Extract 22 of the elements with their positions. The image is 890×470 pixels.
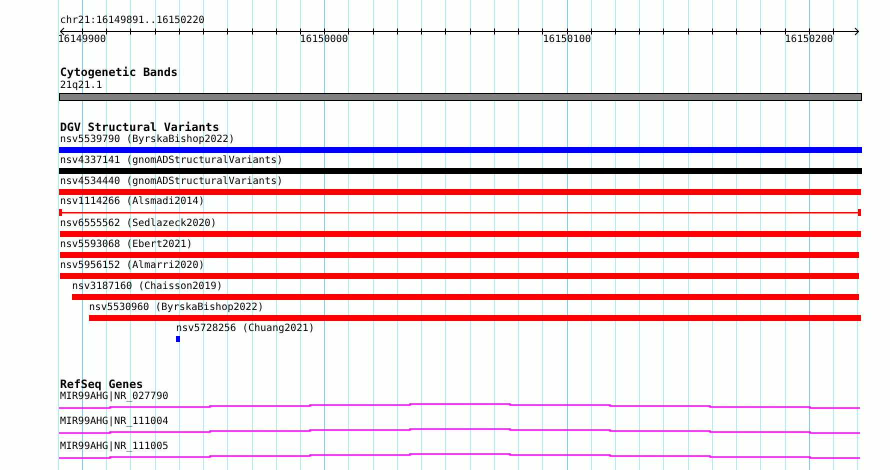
feature-label: 21q21.1 (60, 80, 102, 92)
feature-label: MIR99AHG|NR_111004 (60, 416, 168, 428)
feature-label: nsv5593068 (Ebert2021) (60, 239, 192, 251)
feature-label: nsv5956152 (Almarri2020) (60, 260, 204, 272)
feature-label: nsv5530960 (ByrskaBishop2022) (89, 302, 264, 314)
coordinate-label: 16150100 (542, 34, 592, 46)
feature-label: nsv4534440 (gnomADStructuralVariants) (60, 176, 283, 188)
feature-label: nsv5728256 (Chuang2021) (176, 323, 314, 335)
feature-label: MIR99AHG|NR_111005 (60, 441, 168, 453)
coordinate-label: 16149900 (58, 34, 106, 46)
track-title: DGV Structural Variants (60, 120, 220, 134)
feature-label: MIR99AHG|NR_027790 (60, 391, 168, 403)
region-label: chr21:16149891..16150220 (60, 15, 204, 27)
feature-label: nsv3187160 (Chaisson2019) (72, 281, 223, 293)
track-title: RefSeq Genes (60, 378, 144, 390)
coordinate-label: 16150200 (784, 34, 834, 46)
feature-label: nsv6555562 (Sedlazeck2020) (60, 218, 217, 230)
track-title: Cytogenetic Bands (60, 66, 178, 79)
feature-label: nsv1114266 (Alsmadi2014) (60, 196, 204, 208)
feature-label: nsv5539790 (ByrskaBishop2022) (60, 134, 235, 146)
coordinate-label: 16150000 (300, 34, 348, 46)
feature-label: nsv4337141 (gnomADStructuralVariants) (60, 155, 283, 167)
